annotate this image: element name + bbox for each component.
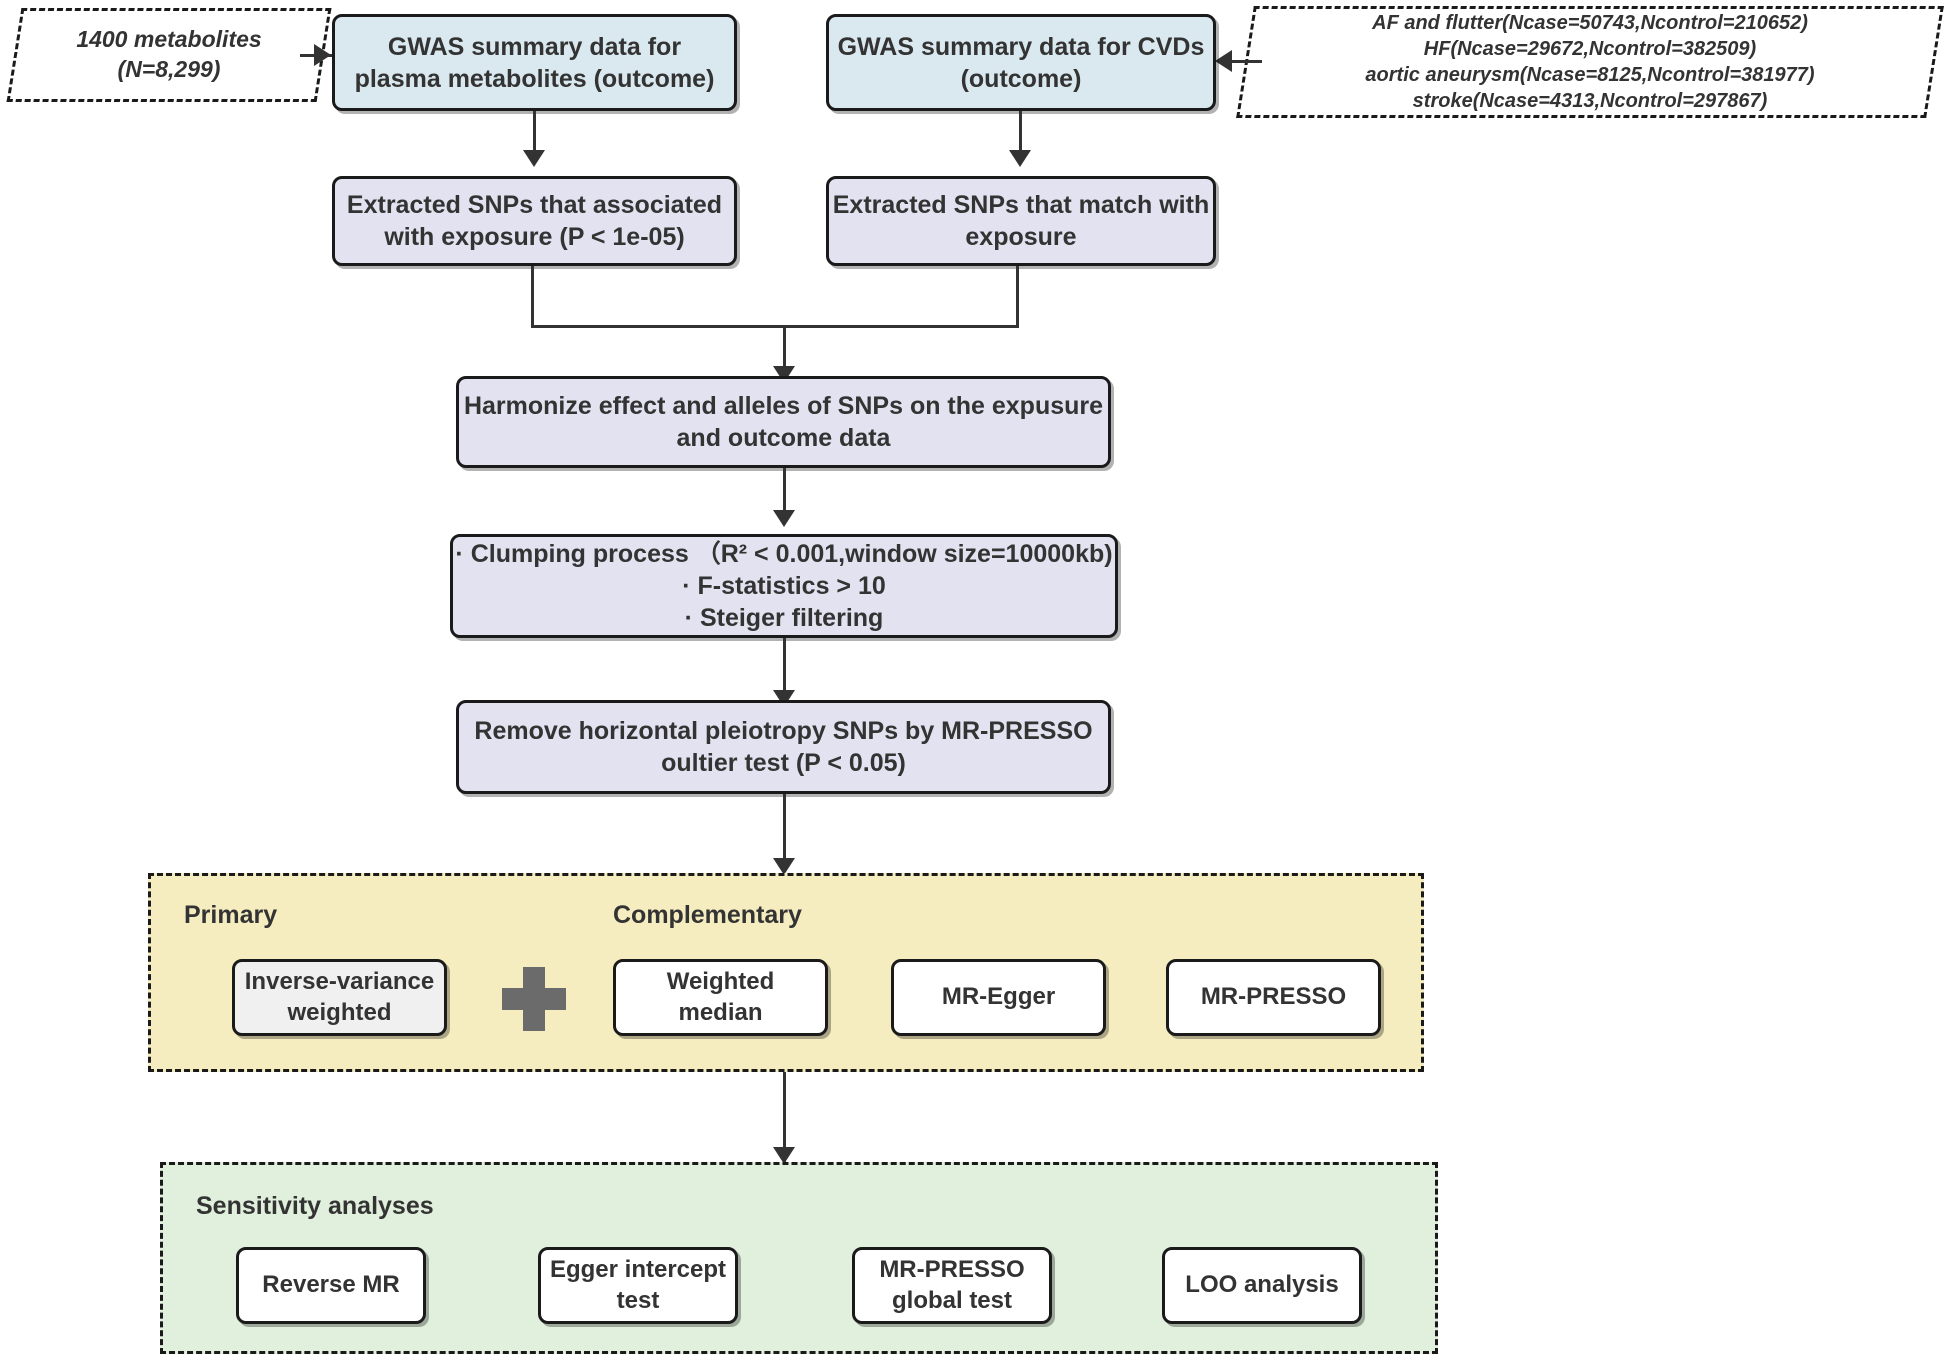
connector-pleiotropy-to-analysis xyxy=(783,794,786,872)
extracted-exposure-snps-box: Extracted SNPs that associated with expo… xyxy=(332,176,737,266)
method-inverse-variance-weighted[interactable]: Inverse-variance weighted xyxy=(232,959,447,1036)
plus-icon xyxy=(502,967,566,1031)
arrowhead-metabolites-note xyxy=(314,44,331,66)
harmonize-line2: and outcome data xyxy=(676,424,891,452)
harmonize-line1: Harmonize effect and alleles of SNPs on … xyxy=(463,392,1104,420)
harmonize-box: Harmonize effect and alleles of SNPs on … xyxy=(456,376,1111,468)
arrowhead-metabolites-to-snps xyxy=(523,150,545,167)
method-mr-presso-line1: MR-PRESSO xyxy=(1200,983,1347,1011)
extracted-outcome-snps-box: Extracted SNPs that match with exposure xyxy=(826,176,1216,266)
note-cvds-line1: AF and flutter(Ncase=50743,Ncontrol=2106… xyxy=(1372,12,1808,34)
arrowhead-harmonize-to-qc xyxy=(773,510,795,527)
note-metabolites: 1400 metabolites (N=8,299) xyxy=(14,8,324,102)
connector-qc-to-pleiotropy xyxy=(783,638,786,696)
note-metabolites-line1: 1400 metabolites xyxy=(76,26,262,53)
arrowhead-cvds-to-snps xyxy=(1009,150,1031,167)
note-cvds-line3: aortic aneurysm(Ncase=8125,Ncontrol=3819… xyxy=(1365,64,1815,86)
primary-label: Primary xyxy=(184,901,278,929)
sensitivity-label: Sensitivity analyses xyxy=(196,1192,434,1220)
gwas-cvds-box: GWAS summary data for CVDs (outcome) xyxy=(826,14,1216,111)
quality-control-line1: · Clumping process （R² < 0.001,window si… xyxy=(455,540,1113,568)
pleiotropy-line1: Remove horizontal pleiotropy SNPs by MR-… xyxy=(474,717,1093,745)
method-mr-egger-line1: MR-Egger xyxy=(941,983,1056,1011)
quality-control-line2: · F-statistics > 10 xyxy=(682,572,886,600)
quality-control-box: · Clumping process （R² < 0.001,window si… xyxy=(450,534,1118,638)
method-mr-presso[interactable]: MR-PRESSO xyxy=(1166,959,1381,1036)
gwas-cvds-line2: (outcome) xyxy=(960,64,1082,93)
sensitivity-loo-analysis[interactable]: LOO analysis xyxy=(1162,1247,1362,1324)
quality-control-line3: · Steiger filtering xyxy=(684,604,884,632)
connector-merge-down xyxy=(783,325,786,373)
sensitivity-loo-line1: LOO analysis xyxy=(1185,1271,1339,1299)
connector-merge-left xyxy=(531,266,534,328)
extracted-outcome-snps-line2: exposure xyxy=(965,223,1077,251)
connector-metabolites-to-snps xyxy=(533,111,536,156)
sensitivity-mr-presso-global-test[interactable]: MR-PRESSO global test xyxy=(852,1247,1052,1324)
arrowhead-cvds-note xyxy=(1215,50,1232,72)
sensitivity-egger-line1: Egger intercept xyxy=(549,1255,727,1283)
pleiotropy-line2: oultier test (P < 0.05) xyxy=(661,749,906,777)
method-mr-egger[interactable]: MR-Egger xyxy=(891,959,1106,1036)
connector-merge-horizontal xyxy=(531,325,1019,328)
sensitivity-mr-presso-line1: MR-PRESSO xyxy=(879,1255,1025,1283)
connector-harmonize-to-qc xyxy=(783,468,786,516)
connector-cvds-note xyxy=(1220,60,1262,63)
method-ivw-line1: Inverse-variance xyxy=(244,967,435,995)
method-weighted-median-line2: median xyxy=(678,998,763,1026)
connector-cvds-to-snps xyxy=(1019,111,1022,156)
arrowhead-pleiotropy-to-analysis xyxy=(773,858,795,875)
gwas-metabolites-box: GWAS summary data for plasma metabolites… xyxy=(332,14,737,111)
note-cvds: AF and flutter(Ncase=50743,Ncontrol=2106… xyxy=(1245,6,1935,118)
arrowhead-analysis-to-sensitivity xyxy=(773,1147,795,1164)
sensitivity-reverse-mr-line1: Reverse MR xyxy=(262,1271,400,1299)
extracted-exposure-snps-line2: with exposure (P < 1e-05) xyxy=(384,223,685,251)
gwas-cvds-line1: GWAS summary data for CVDs xyxy=(837,32,1205,61)
sensitivity-egger-intercept-test[interactable]: Egger intercept test xyxy=(538,1247,738,1324)
pleiotropy-box: Remove horizontal pleiotropy SNPs by MR-… xyxy=(456,700,1111,794)
method-weighted-median[interactable]: Weighted median xyxy=(613,959,828,1036)
sensitivity-egger-line2: test xyxy=(616,1286,660,1314)
note-cvds-line2: HF(Ncase=29672,Ncontrol=382509) xyxy=(1423,38,1757,60)
extracted-exposure-snps-line1: Extracted SNPs that associated xyxy=(346,191,723,219)
gwas-metabolites-line2: plasma metabolites (outcome) xyxy=(354,64,715,93)
sensitivity-reverse-mr[interactable]: Reverse MR xyxy=(236,1247,426,1324)
complementary-label: Complementary xyxy=(613,901,802,929)
connector-merge-right xyxy=(1016,266,1019,328)
note-cvds-line4: stroke(Ncase=4313,Ncontrol=297867) xyxy=(1412,90,1768,112)
method-ivw-line2: weighted xyxy=(287,998,392,1026)
connector-analysis-to-sensitivity xyxy=(783,1072,786,1162)
note-metabolites-line2: (N=8,299) xyxy=(117,56,221,82)
sensitivity-mr-presso-line2: global test xyxy=(891,1286,1012,1314)
gwas-metabolites-line1: GWAS summary data for xyxy=(387,32,682,61)
extracted-outcome-snps-line1: Extracted SNPs that match with xyxy=(832,191,1210,219)
method-weighted-median-line1: Weighted xyxy=(666,967,775,995)
